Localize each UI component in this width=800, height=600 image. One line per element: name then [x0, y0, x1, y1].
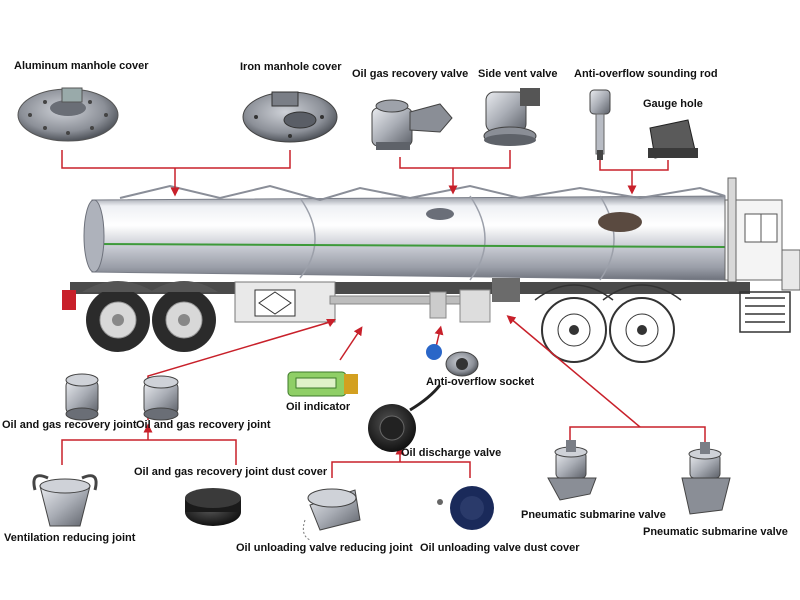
pneumatic-submarine-valve-icon-2 — [681, 442, 731, 515]
label-gauge-hole: Gauge hole — [643, 98, 703, 110]
label-iron-manhole-cover: Iron manhole cover — [240, 61, 342, 73]
label-aluminum-manhole-cover: Aluminum manhole cover — [14, 60, 149, 72]
label-pneumatic-submarine-valve-2: Pneumatic submarine valve — [643, 526, 788, 538]
label-recovery-joint-dust-cover: Oil and gas recovery joint dust cover — [134, 466, 328, 478]
label-anti-overflow-sounding-rod: Anti-overflow sounding rod — [574, 68, 718, 80]
label-oil-indicator: Oil indicator — [286, 401, 351, 413]
unloading-valve-dust-cover-icon — [437, 486, 494, 530]
iron-manhole-cover-icon — [242, 91, 338, 143]
tractor-wheel-1 — [541, 297, 607, 363]
aluminum-manhole-cover-icon — [17, 87, 119, 142]
trailer-wheel-2 — [152, 288, 216, 352]
tank-body — [85, 195, 726, 281]
oil-discharge-valve-icon — [368, 384, 442, 452]
label-unloading-valve-dust-cover: Oil unloading valve dust cover — [420, 542, 580, 554]
oil-gas-recovery-valve-icon — [371, 99, 453, 150]
tanker-truck — [62, 177, 800, 363]
label-oil-gas-recovery-joint-2: Oil and gas recovery joint — [136, 419, 271, 431]
oil-gas-recovery-joint-icon-1 — [65, 373, 99, 421]
label-pneumatic-submarine-valve-1: Pneumatic submarine valve — [521, 509, 666, 521]
tank-stripe — [89, 243, 726, 248]
tractor-wheel-2 — [609, 297, 675, 363]
label-side-vent-valve: Side vent valve — [478, 68, 558, 80]
label-oil-gas-recovery-joint-1: Oil and gas recovery joint — [2, 419, 137, 431]
side-vent-valve-icon — [483, 88, 540, 146]
gauge-hole-icon — [648, 119, 698, 159]
oil-indicator-icon — [287, 371, 358, 397]
label-unloading-valve-reducing-joint: Oil unloading valve reducing joint — [236, 542, 413, 554]
anti-overflow-sounding-rod-icon — [589, 89, 611, 160]
ventilation-reducing-joint-icon — [32, 474, 98, 527]
oil-gas-recovery-joint-icon-2 — [143, 375, 179, 421]
label-oil-gas-recovery-valve: Oil gas recovery valve — [352, 68, 469, 80]
anti-overflow-socket-icon — [426, 344, 479, 377]
label-anti-overflow-socket: Anti-overflow socket — [426, 376, 535, 388]
label-ventilation-reducing-joint: Ventilation reducing joint — [4, 532, 136, 544]
connector-lines — [61, 150, 706, 478]
unloading-valve-reducing-joint-icon — [302, 488, 361, 541]
tank-top-ridges — [119, 184, 726, 202]
pneumatic-submarine-valve-icon-1 — [547, 440, 597, 501]
recovery-joint-dust-cover-icon — [185, 488, 241, 526]
label-oil-discharge-valve: Oil discharge valve — [401, 447, 502, 459]
trailer-wheel-1 — [86, 288, 150, 352]
